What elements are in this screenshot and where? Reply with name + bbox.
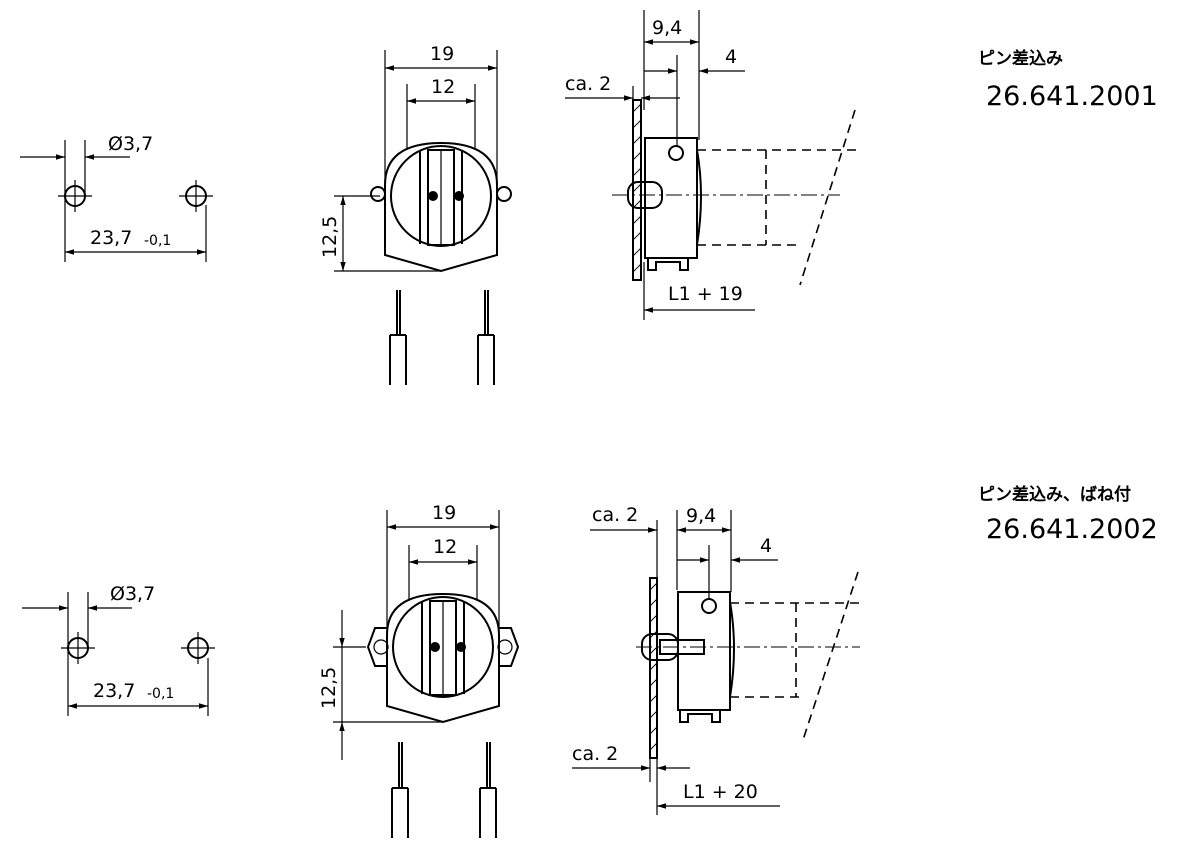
v2-title: ピン差込み、ばね付 [978,484,1131,505]
variant-2-drawing: Ø3,7 23,7 -0,1 19 [22,484,1158,838]
v1-part-number: 26.641.2001 [986,81,1158,112]
v2-side-depth-label: 9,4 [686,505,716,527]
v1-front-height-label: 12,5 [319,216,341,258]
variant-1-drawing: Ø3,7 23,7 -0,1 19 [20,10,1158,385]
v1-side-depth-label: 9,4 [652,17,682,39]
v2-part-number: 26.641.2002 [986,514,1158,545]
variant-2-side-view: 9,4 4 ca. 2 ca. 2 L1 + 20 [572,504,860,815]
v2-front-width-inner-label: 12 [433,536,457,558]
v1-side-offset-label: 4 [725,46,737,68]
variant-2-hole-pattern: Ø3,7 23,7 -0,1 [22,583,215,716]
v1-front-width-outer-label: 19 [430,43,454,65]
v1-hole-diameter-label: Ø3,7 [108,133,153,155]
v2-side-gap-top-label: ca. 2 [592,504,638,526]
v2-side-offset-label: 4 [760,535,772,557]
v1-side-gap-label: ca. 2 [565,73,611,95]
v2-hole-spacing-tolerance: -0,1 [147,686,174,702]
v1-title: ピン差込み [978,48,1063,69]
v1-front-width-inner-label: 12 [431,76,455,98]
variant-1-front-view: 19 12 12,5 [319,43,512,385]
variant-1-hole-pattern: Ø3,7 23,7 -0,1 [20,133,213,262]
variant-2-front-view: 19 12 12,5 [318,502,520,838]
v2-hole-diameter-label: Ø3,7 [110,583,155,605]
v2-front-height-label: 12,5 [318,667,340,709]
v1-hole-spacing-label: 23,7 [90,227,132,249]
v1-side-length-label: L1 + 19 [668,283,743,305]
variant-1-side-view: 9,4 4 ca. 2 L1 + 19 [565,10,860,320]
v2-side-gap-bottom-label: ca. 2 [572,743,618,765]
v2-hole-spacing-label: 23,7 [93,680,135,702]
v2-side-length-label: L1 + 20 [683,781,758,803]
v2-front-width-outer-label: 19 [432,502,456,524]
v1-hole-spacing-tolerance: -0,1 [144,233,171,249]
